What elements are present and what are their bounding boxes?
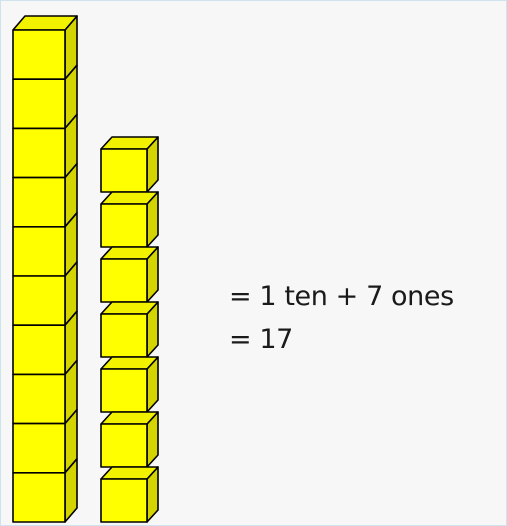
cube-top-face: [100, 466, 159, 480]
equation-text: = 1 ten + 7 ones = 17: [229, 275, 454, 361]
ones-cube: [100, 136, 159, 193]
ones-cube: [100, 356, 159, 413]
cube-front-face: [12, 275, 66, 327]
ten-rod-cube: [12, 457, 78, 523]
cube-top-face: [100, 136, 159, 150]
ten-rod-cube: [12, 310, 78, 376]
cube-top-face: [100, 411, 159, 425]
ones-cube: [100, 191, 159, 248]
cube-front-face: [100, 368, 148, 413]
cube-front-face: [12, 176, 66, 228]
cube-front-face: [100, 423, 148, 468]
cube-front-face: [100, 258, 148, 303]
cube-front-face: [12, 373, 66, 425]
cube-front-face: [100, 203, 148, 248]
ones-cube: [100, 246, 159, 303]
ones-cube: [100, 411, 159, 468]
ten-rod-cube: [12, 64, 78, 130]
cube-front-face: [12, 78, 66, 130]
ones-cubes: [100, 136, 159, 523]
ten-rod-cube: [12, 359, 78, 425]
cube-front-face: [12, 127, 66, 179]
ones-cube: [100, 301, 159, 358]
cube-front-face: [12, 471, 66, 523]
cube-front-face: [12, 226, 66, 277]
equation-line-tens-ones: = 1 ten + 7 ones: [229, 281, 454, 312]
ten-rod: [12, 15, 78, 523]
cube-top-face: [100, 246, 159, 260]
cube-front-face: [12, 324, 66, 376]
cube-front-face: [100, 313, 148, 358]
cube-front-face: [100, 148, 148, 193]
cube-front-face: [12, 422, 66, 474]
ten-rod-cube: [12, 15, 78, 80]
ones-cube: [100, 466, 159, 523]
cube-front-face: [12, 29, 66, 80]
cube-top-face: [100, 301, 159, 315]
cube-top-face: [100, 191, 159, 205]
ten-rod-cube: [12, 212, 78, 277]
equation-line-total: = 17: [229, 324, 293, 355]
cube-top-face: [100, 356, 159, 370]
cube-front-face: [100, 478, 148, 523]
base-ten-blocks: [12, 15, 159, 523]
cube-top-face: [12, 15, 78, 31]
